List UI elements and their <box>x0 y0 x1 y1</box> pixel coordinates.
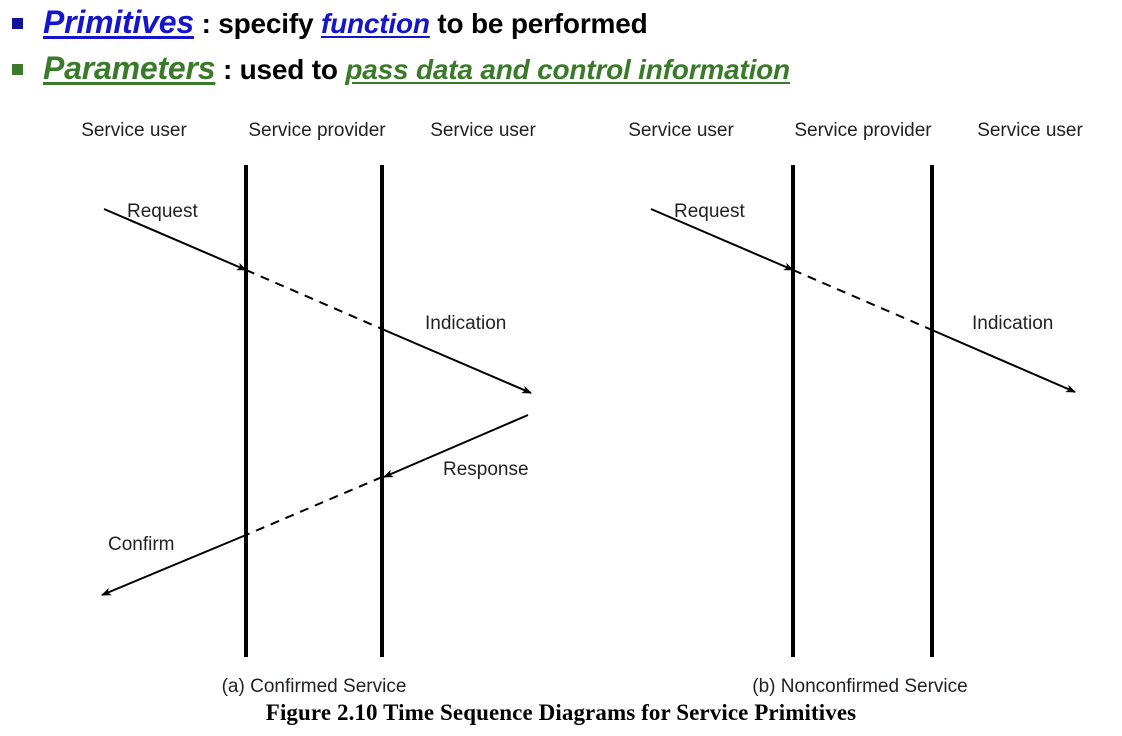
emphasis-function: function <box>320 8 430 39</box>
message-dash-request-indication <box>245 269 383 330</box>
keyword-primitives: Primitives <box>43 4 194 40</box>
message-label-confirm: Confirm <box>108 534 175 555</box>
message-arrow-request <box>103 208 247 271</box>
message-label-indication: Indication <box>972 313 1053 334</box>
message-dash-response-confirm <box>245 476 383 536</box>
separator-1: : <box>215 54 240 85</box>
figure-caption: Figure 2.10 Time Sequence Diagrams for S… <box>265 700 857 725</box>
bullet-list: Primitives : specify function to be perf… <box>0 0 1122 105</box>
diagram-caption-a: (a) Confirmed Service <box>222 676 407 697</box>
diagram-nonconfirmed-service: Service user Service provider Service us… <box>628 120 1083 697</box>
column-header-service-user-left: Service user <box>628 120 734 141</box>
column-header-service-user-right: Service user <box>977 120 1083 141</box>
message-arrow-request <box>650 208 794 271</box>
bullet-square-icon <box>12 64 23 75</box>
emphasis-pass-data: pass data and control information <box>345 54 790 85</box>
message-arrow-indication <box>931 329 1076 393</box>
diagram-canvas: Service user Service provider Service us… <box>81 120 1083 697</box>
column-header-service-provider: Service provider <box>248 120 386 141</box>
message-label-indication: Indication <box>425 313 506 334</box>
keyword-parameters: Parameters <box>43 50 216 86</box>
message-dash-request-indication <box>792 269 933 331</box>
text-before-0: specify <box>218 8 321 39</box>
bullet-item-primitives: Primitives : specify function to be perf… <box>0 4 1100 42</box>
message-arrow-response <box>383 414 529 478</box>
column-header-service-provider: Service provider <box>794 120 932 141</box>
diagram-caption-b: (b) Nonconfirmed Service <box>752 676 967 697</box>
bullet-square-icon <box>12 18 23 29</box>
column-header-service-user-right: Service user <box>430 120 536 141</box>
message-label-response: Response <box>443 459 529 480</box>
diagram-confirmed-service: Service user Service provider Service us… <box>81 120 536 697</box>
bullet-text-primitives: Primitives : specify function to be perf… <box>43 4 648 42</box>
message-label-request: Request <box>674 201 745 222</box>
message-arrow-indication <box>381 328 532 394</box>
message-label-request: Request <box>127 201 198 222</box>
text-after-0: to be performed <box>429 8 648 39</box>
bullet-item-parameters: Parameters : used to pass data and contr… <box>0 50 1100 88</box>
time-sequence-diagrams: Service user Service provider Service us… <box>0 105 1122 700</box>
text-before-1: used to <box>239 54 346 85</box>
message-arrow-confirm <box>101 534 247 596</box>
separator-0: : <box>193 8 219 39</box>
column-header-service-user-left: Service user <box>81 120 187 141</box>
bullet-text-parameters: Parameters : used to pass data and contr… <box>43 50 790 88</box>
